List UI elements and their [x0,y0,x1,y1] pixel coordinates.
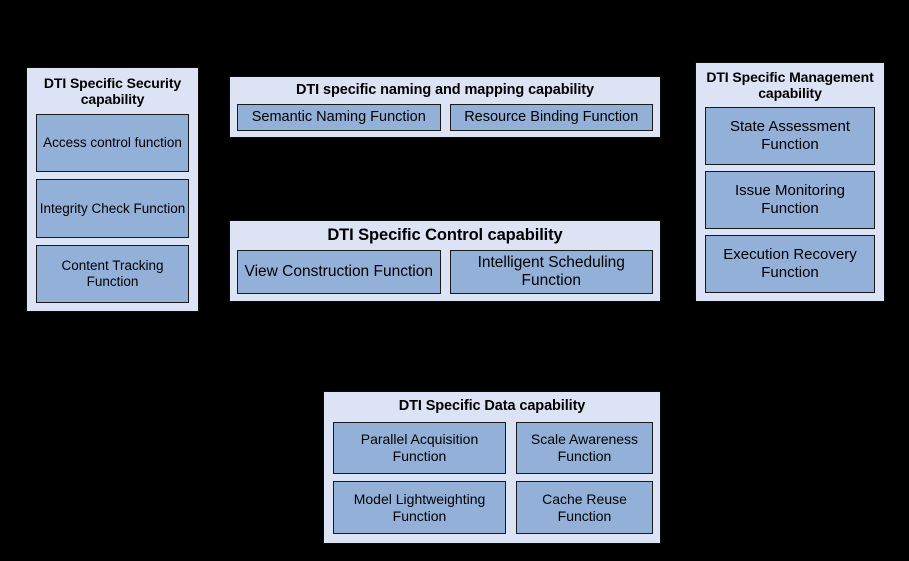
function-box-view-construction[interactable]: View Construction Function [237,249,441,294]
panel-title-management: DTI Specific Management capability [706,69,874,102]
function-list-control: View Construction Function Intelligent S… [237,249,653,294]
function-box-content-tracking[interactable]: Content Tracking Function [36,244,189,303]
function-box-issue-monitoring[interactable]: Issue Monitoring Function [705,171,875,230]
function-list-security: Access control function Integrity Check … [36,114,189,303]
panel-control-capability: DTI Specific Control capability View Con… [229,220,661,302]
function-box-execution-recovery[interactable]: Execution Recovery Function [705,235,875,293]
function-box-access-control[interactable]: Access control function [36,114,189,173]
panel-title-security: DTI Specific Security capability [43,75,182,108]
function-box-scale-awareness[interactable]: Scale Awareness Function [516,421,653,475]
function-list-management: State Assessment Function Issue Monitori… [705,107,875,293]
function-box-parallel-acquisition[interactable]: Parallel Acquisition Function [333,421,506,475]
function-box-cache-reuse[interactable]: Cache Reuse Function [516,481,653,534]
function-list-data: Parallel Acquisition Function Scale Awar… [333,421,653,534]
function-box-model-lightweighting[interactable]: Model Lightweighting Function [333,481,506,534]
panel-data-capability: DTI Specific Data capability Parallel Ac… [323,391,661,544]
panel-title-data: DTI Specific Data capability [398,398,586,414]
panel-title-naming-mapping: DTI specific naming and mapping capabili… [296,82,594,98]
function-box-integrity-check[interactable]: Integrity Check Function [36,179,189,238]
panel-management-capability: DTI Specific Management capability State… [695,62,885,302]
function-list-naming-mapping: Semantic Naming Function Resource Bindin… [237,103,653,131]
function-box-semantic-naming[interactable]: Semantic Naming Function [237,103,441,131]
function-box-intelligent-scheduling[interactable]: Intelligent Scheduling Function [449,249,653,294]
panel-naming-mapping-capability: DTI specific naming and mapping capabili… [229,76,661,138]
function-box-resource-binding[interactable]: Resource Binding Function [449,103,653,131]
panel-title-control: DTI Specific Control capability [327,226,563,244]
panel-security-capability: DTI Specific Security capability Access … [26,67,199,312]
function-box-state-assessment[interactable]: State Assessment Function [705,107,875,166]
